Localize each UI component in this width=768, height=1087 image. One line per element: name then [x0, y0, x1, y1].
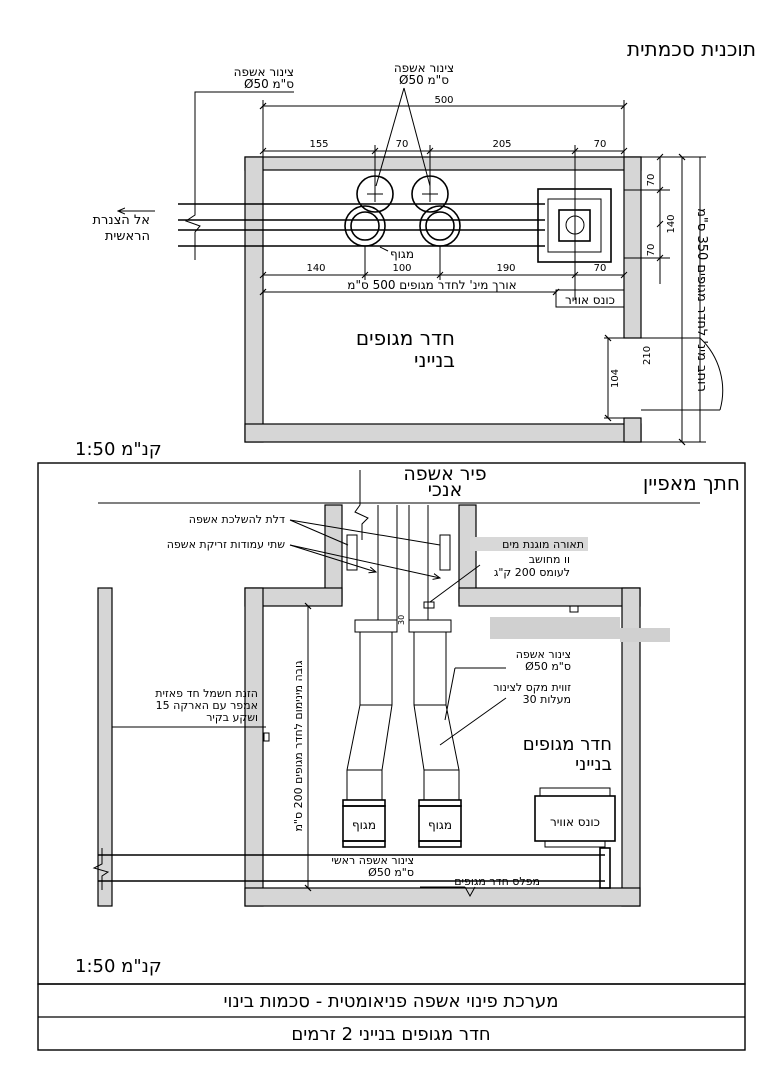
plan-air-cone-label: כונס אוויר — [565, 293, 615, 307]
section-lighting-label: תאורה מוגנת מים — [502, 538, 584, 551]
plan-dim-190: 190 — [496, 263, 515, 274]
plan-dim-70c: 70 — [594, 263, 607, 274]
plan-main-pipe-label-1: אל הצנרת — [92, 213, 150, 228]
section-floor-label: מפלס חדר מגופים — [454, 875, 540, 888]
plan-pipe-label-mid-1: צינור אשפה — [394, 61, 454, 75]
section-pipe-label-1: צינור אשפה — [516, 648, 571, 661]
section-pipe-right: מגוף — [408, 619, 462, 848]
section-pipe-left: מגוף — [342, 619, 398, 848]
plan-dims-right: 70 140 70 רוחב מינ' לחדר מגופים 350 ס"מ — [624, 153, 709, 446]
plan-valve-label: מגוף — [390, 247, 414, 261]
section-pipe-label-2: Ø50 ס"מ — [525, 660, 571, 673]
section-valve-right-label: מגוף — [428, 818, 452, 832]
plan-room-label-1: חדר מגופים — [356, 326, 455, 350]
section-room-label-1: חדר מגופים — [523, 734, 612, 755]
plan-min-length-label: אורך מינ' לחדר מגופים 500 ס"מ — [347, 278, 516, 292]
plan-wall-right-upper — [623, 156, 642, 339]
plan-wall-right-lower — [623, 417, 642, 443]
plan-air-cone: כונס אוויר — [537, 145, 625, 308]
section-hook-label-2: לעומס 200 ק"ג — [494, 566, 570, 579]
section-main-pipe-label-1: צינור אשפה ראשי — [331, 854, 414, 867]
plan-wall-left — [244, 156, 264, 443]
section-view: חתך מאפיין פיר אשפה אנכי דלת להשלכ — [37, 462, 746, 985]
plan-dim-v140: 140 — [666, 214, 677, 233]
section-hook-label-1: וו מחושב — [529, 553, 570, 566]
section-air-cone-label: כונס אוויר — [550, 815, 600, 829]
section-power-label-2: 15 אמפר עם הארקה — [156, 699, 258, 712]
plan-main-pipes: אל הצנרת הראשית — [92, 175, 545, 260]
plan-dims-top: 500 155 70 205 70 — [259, 95, 628, 194]
section-height-label: גובה מינימום לחדר מגופים 200 ס"מ — [292, 660, 305, 832]
plan-scale: 1:50 קנ"מ — [75, 439, 162, 460]
section-room-label-2: בנייני — [575, 754, 612, 775]
plan-dim-70a: 70 — [396, 139, 409, 150]
plan-room-label-2: בנייני — [414, 348, 455, 372]
plan-dim-v70b: 70 — [646, 244, 657, 257]
section-power-label-1: הזנת חשמל חד פאזית — [155, 687, 258, 700]
plan-dim-door-width: 104 — [610, 369, 621, 388]
footer-line-2: חדר מגופים בנייני 2 זרמים — [291, 1024, 490, 1045]
plan-dim-140: 140 — [306, 263, 325, 274]
plan-pipe-label-left-2: Ø50 ס"מ — [244, 77, 294, 91]
section-highlight-bar-1 — [490, 617, 620, 639]
plan-pipe-callouts: צינור אשפה Ø50 ס"מ צינור אשפה Ø50 ס"מ — [194, 61, 454, 205]
plan-walls — [244, 156, 642, 443]
section-power-label-3: ושקע בקיר — [206, 711, 258, 724]
footer-line-1: מערכת פינוי אשפה פניאומטית - סכמות בינוי — [224, 991, 559, 1012]
section-door-note: דלת להשלכת אשפה — [189, 513, 285, 526]
plan-dim-100: 100 — [392, 263, 411, 274]
plan-pipe-label-mid-2: Ø50 ס"מ — [399, 73, 449, 87]
section-shaft-label-2: אנכי — [428, 479, 463, 501]
plan-pipe-label-left-1: צינור אשפה — [234, 65, 294, 79]
section-elbow-label-1: זווית מקס לצינור — [493, 681, 571, 694]
plan-dims-lower: 140 100 190 70 אורך מינ' לחדר מגופים 500… — [259, 246, 628, 296]
section-columns-note: שתי עמודות זריקת אשפה — [167, 538, 285, 551]
section-title: חתך מאפיין — [643, 471, 740, 495]
section-scale: 1:50 קנ"מ — [75, 956, 162, 977]
section-main-pipe-label-2: Ø50 ס"מ — [368, 866, 414, 879]
plan-main-pipe-label-2: הראשית — [105, 229, 150, 244]
plan-dim-v70a: 70 — [646, 174, 657, 187]
section-highlight-bar-2 — [620, 628, 670, 642]
section-height-dim: 30 — [397, 615, 406, 625]
plan-wall-bottom — [244, 423, 642, 443]
plan-min-width-label: רוחב מינ' לחדר מגופים 350 ס"מ — [694, 208, 709, 392]
section-valve-left-label: מגוף — [352, 818, 376, 832]
plan-valve-right — [411, 175, 461, 247]
plan-dim-70b: 70 — [594, 139, 607, 150]
plan-dim-205: 205 — [492, 139, 511, 150]
plan-valve-left — [344, 175, 394, 247]
title-block: מערכת פינוי אשפה פניאומטית - סכמות בינוי… — [37, 983, 746, 1051]
plan-wall-top — [244, 156, 642, 171]
section-elbow-label-2: 30 מעלות — [523, 693, 571, 706]
section-lighting-highlight — [470, 537, 588, 551]
section-air-cone: כונס אוויר — [534, 787, 616, 848]
section-main-pipe — [92, 847, 611, 890]
plan-dim-155: 155 — [309, 139, 328, 150]
section-shaft-walls — [97, 504, 641, 907]
plan-title: תוכנית סכמתית — [627, 37, 756, 61]
plan-dim-overall: 500 — [434, 95, 453, 106]
section-columns — [346, 505, 451, 620]
section-shaft-label-1: פיר אשפה — [403, 463, 486, 485]
plan-dim-door: 210 — [642, 346, 653, 365]
plan-view: תוכנית סכמתית 104 210 — [75, 37, 756, 460]
